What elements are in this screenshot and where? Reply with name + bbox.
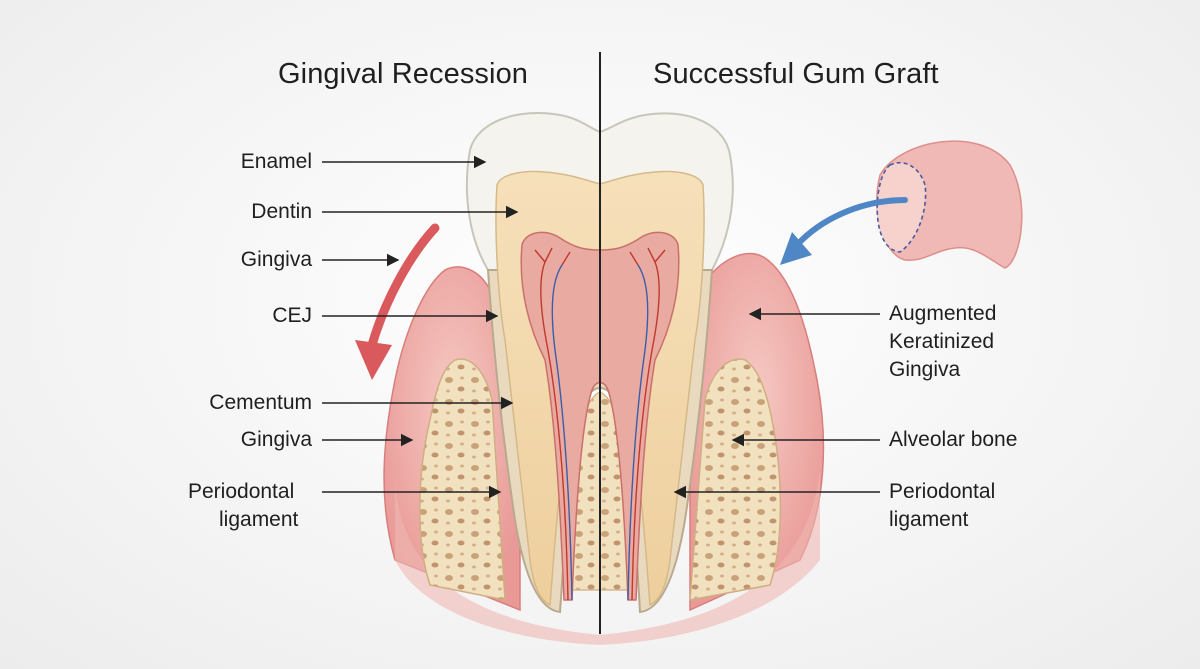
recession-arrowhead — [355, 340, 392, 380]
graft-donor-site — [876, 161, 927, 253]
label-periodontal-ligament-left: Periodontal ligament — [188, 478, 298, 534]
label-pdl-left-line1: Periodontal — [188, 480, 295, 503]
label-augmented-line1: Augmented — [889, 302, 997, 325]
graft-arrow — [794, 197, 908, 248]
title-gingival-recession: Gingival Recession — [278, 58, 529, 90]
label-gingiva-bottom: Gingiva — [240, 428, 312, 451]
graft-arrowhead — [780, 232, 812, 265]
label-augmented-line2: Keratinized — [889, 330, 995, 353]
alveolar-bone-right — [689, 358, 782, 601]
label-cej: CEJ — [272, 304, 312, 327]
label-augmented-line3: Gingiva — [889, 358, 961, 381]
alveolar-bone-left — [419, 358, 506, 601]
label-gingiva-top: Gingiva — [240, 248, 312, 271]
label-dentin: Dentin — [251, 200, 312, 223]
recession-arrow — [367, 223, 440, 350]
label-pdl-right-line1: Periodontal — [889, 480, 996, 503]
pulp-chamber — [520, 231, 680, 601]
label-alveolar-bone: Alveolar bone — [889, 428, 1018, 451]
pulp-vessels — [534, 247, 666, 601]
label-cementum: Cementum — [209, 391, 312, 414]
label-augmented-keratinized-gingiva: Augmented Keratinized Gingiva — [889, 300, 996, 384]
label-pdl-right-line2: ligament — [889, 508, 969, 531]
leader-lines-left — [322, 155, 519, 499]
label-pdl-left-line2: ligament — [219, 508, 299, 531]
leader-lines-right — [673, 307, 880, 499]
label-periodontal-ligament-right: Periodontal ligament — [889, 478, 995, 534]
title-successful-gum-graft: Successful Gum Graft — [653, 58, 939, 90]
label-enamel: Enamel — [240, 150, 312, 173]
